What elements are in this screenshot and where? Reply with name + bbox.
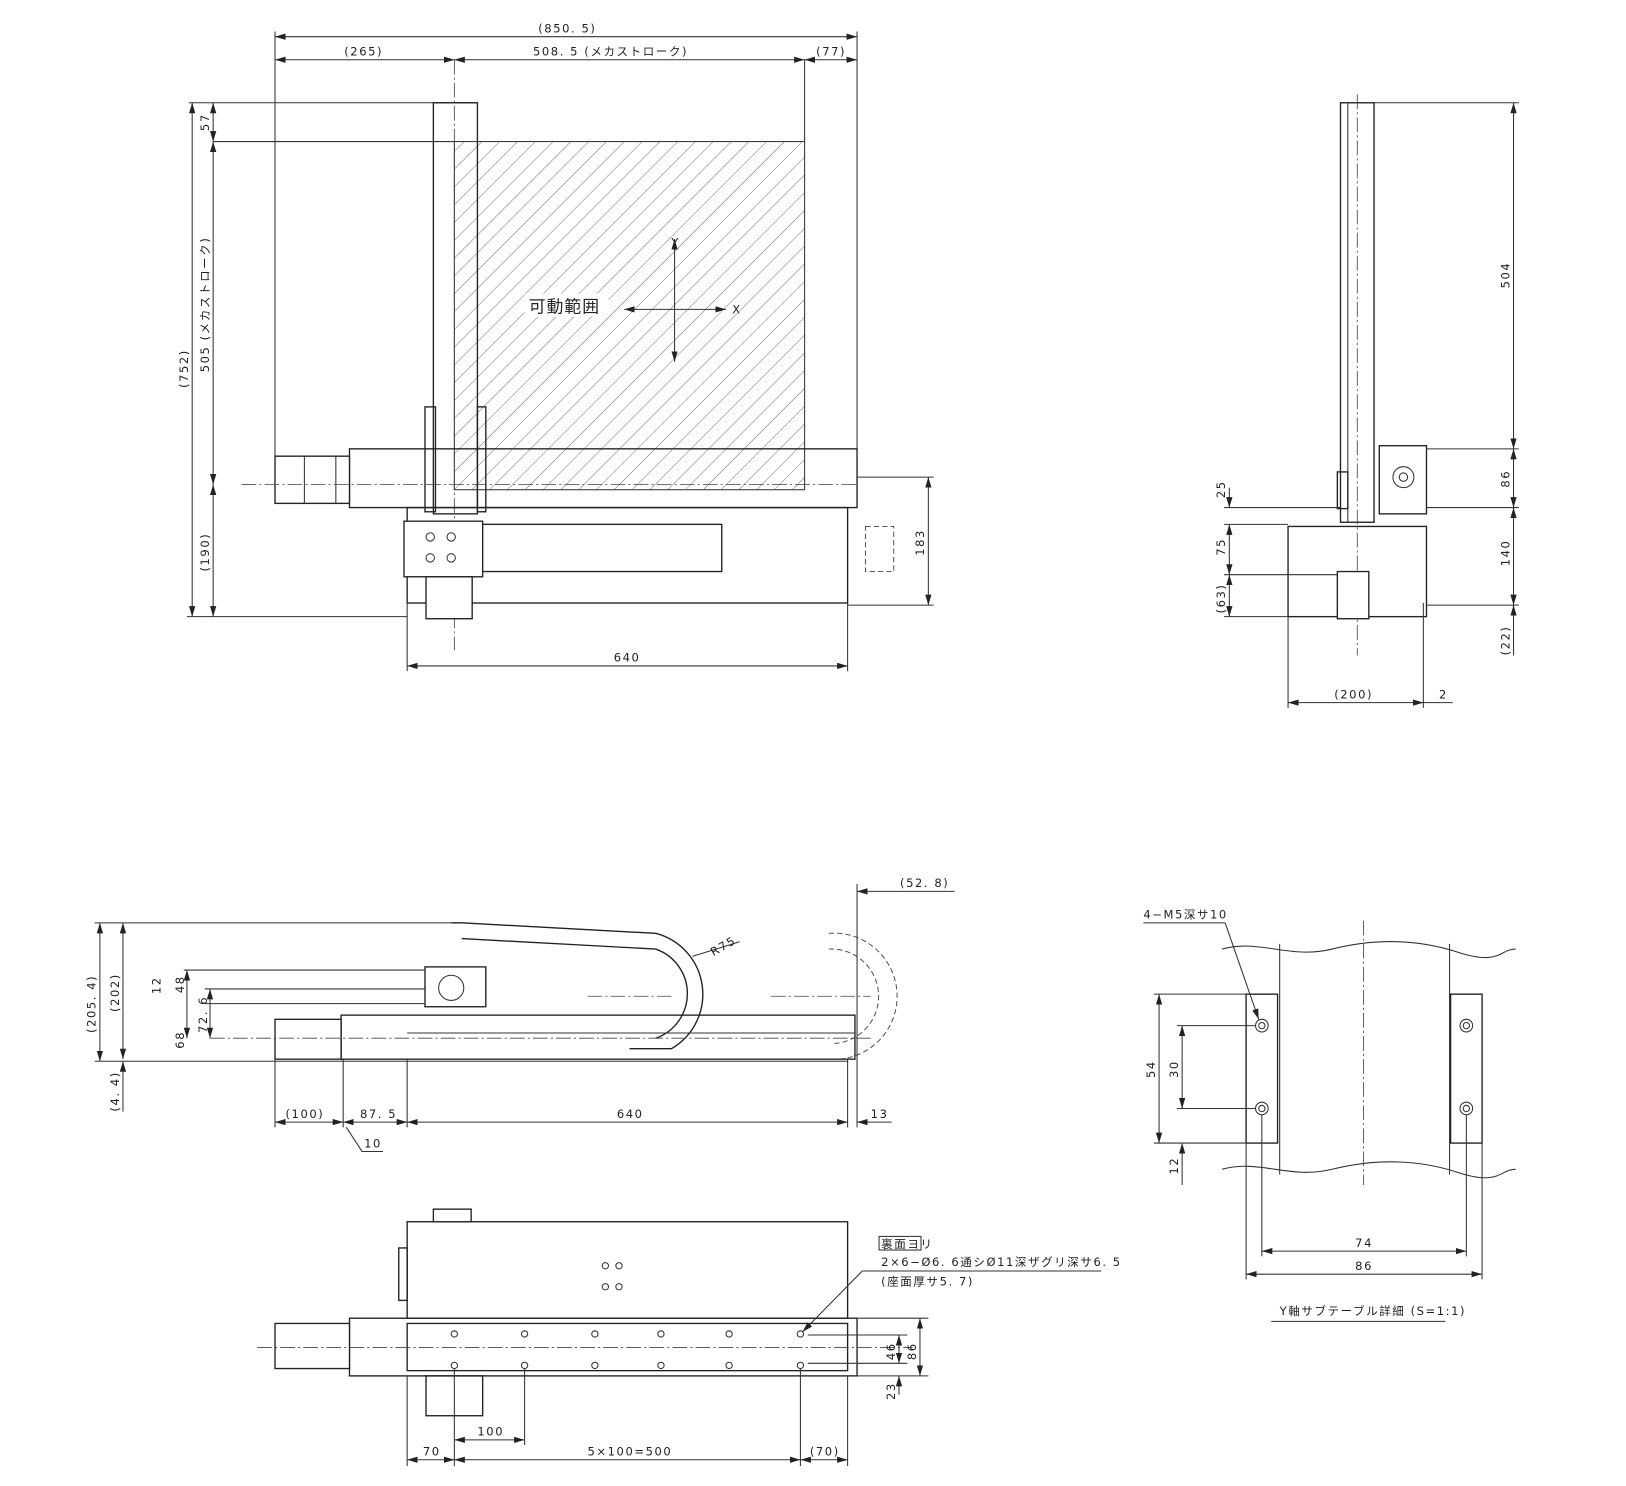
dim-base-length: 640 [614, 651, 641, 665]
dim-x-stroke: 508. 5 (メカストローク) [533, 45, 688, 59]
dim-12: 12 [150, 976, 164, 994]
dim-width: (200) [1334, 687, 1373, 701]
dim-height-205: (205. 4) [85, 975, 99, 1033]
dim-72: 72. 6 [196, 996, 210, 1033]
dim-12: 12 [1167, 1157, 1181, 1175]
dim-end: (70) [810, 1445, 840, 1459]
dim-54: 54 [1144, 1060, 1158, 1078]
dim-bottom-offset: (190) [198, 533, 212, 572]
dim-pitch: 100 [477, 1425, 504, 1439]
dim-end-13: 13 [871, 1107, 889, 1121]
dim-25: 25 [1214, 480, 1228, 498]
dim-motor-len: (100) [286, 1107, 325, 1121]
dim-right-height: 183 [913, 529, 927, 556]
dim-74: 74 [1355, 1236, 1373, 1250]
radius-label: R75 [708, 933, 739, 959]
dim-start: 70 [423, 1445, 441, 1459]
axis-arrows [524, 239, 726, 362]
dim-overall-width: (850. 5) [538, 22, 596, 36]
dim-y-stroke: 505 (メカストローク) [198, 237, 212, 373]
note-from-back: 裏面ヨリ [881, 1237, 933, 1251]
dim-top-offset: 57 [198, 113, 212, 131]
dim-bottom-offset-right: (22) [1498, 625, 1512, 655]
dim-48: 48 [173, 975, 187, 993]
dim-left-offset: (265) [344, 45, 383, 59]
dim-63: (63) [1214, 584, 1228, 614]
dim-height-202: (202) [108, 973, 122, 1012]
dim-motor-height: 86 [1498, 470, 1512, 488]
x-motor [274, 455, 351, 505]
dim-75: 75 [1214, 538, 1228, 556]
detail-view: 4−M5深サ10 54 30 12 74 86 Y軸サブテーブル詳細 (S=1:… [1143, 908, 1516, 1322]
dim-87: 87. 5 [360, 1107, 397, 1121]
plan-view: 裏面ヨリ 2×6−Ø6. 6通シØ11深ザグリ深サ6. 5 (座面厚サ5. 7)… [257, 1208, 1122, 1467]
y-motor-block [403, 520, 484, 578]
detail-caption: Y軸サブテーブル詳細 (S=1:1) [1279, 1304, 1466, 1318]
cable-carrier [451, 922, 704, 1050]
tapped-holes [1255, 1018, 1474, 1116]
front-view: (850. 5) (265) 508. 5 (メカストローク) (77) Y [177, 22, 934, 672]
axis-y-label: Y [670, 235, 680, 249]
dim-base-len: 640 [617, 1107, 644, 1121]
dim-68: 68 [173, 1031, 187, 1049]
dim-base-height: 140 [1498, 540, 1512, 567]
dim-holes-span: 5×100=500 [588, 1445, 673, 1459]
dim-hole-spacing: 46 [884, 1342, 898, 1360]
dim-30: 30 [1167, 1060, 1181, 1078]
dim-right-offset: (77) [816, 45, 846, 59]
side-view-bottom: R75 (205. 4) (202) (4. 4) 12 48 72. 6 68… [85, 876, 955, 1152]
movable-range-label: 可動範囲 [529, 297, 600, 317]
side-view-right: 504 86 140 (22) 25 75 (63) (200) 2 [1214, 94, 1519, 708]
note-counterbore: 2×6−Ø6. 6通シØ11深ザグリ深サ6. 5 [881, 1255, 1122, 1269]
dim-rail-width: 86 [905, 1342, 919, 1360]
axis-x-label: X [732, 303, 741, 317]
dim-10: 10 [364, 1136, 382, 1150]
dim-column-height: 504 [1498, 262, 1512, 289]
dim-overall-height: (752) [177, 349, 191, 388]
tap-label: 4−M5深サ10 [1143, 908, 1228, 922]
dim-86: 86 [1355, 1259, 1373, 1273]
dim-gap: 2 [1439, 687, 1448, 701]
note-seat-thickness: (座面厚サ5. 7) [881, 1275, 974, 1289]
mounting-holes [450, 1330, 805, 1370]
dim-offset-23: 23 [884, 1382, 898, 1400]
cable-carrier-extended [828, 932, 898, 1060]
movable-range-area [453, 141, 806, 491]
dim-cable-offset: (52. 8) [900, 876, 949, 890]
dim-offset-4: (4. 4) [108, 1071, 122, 1111]
